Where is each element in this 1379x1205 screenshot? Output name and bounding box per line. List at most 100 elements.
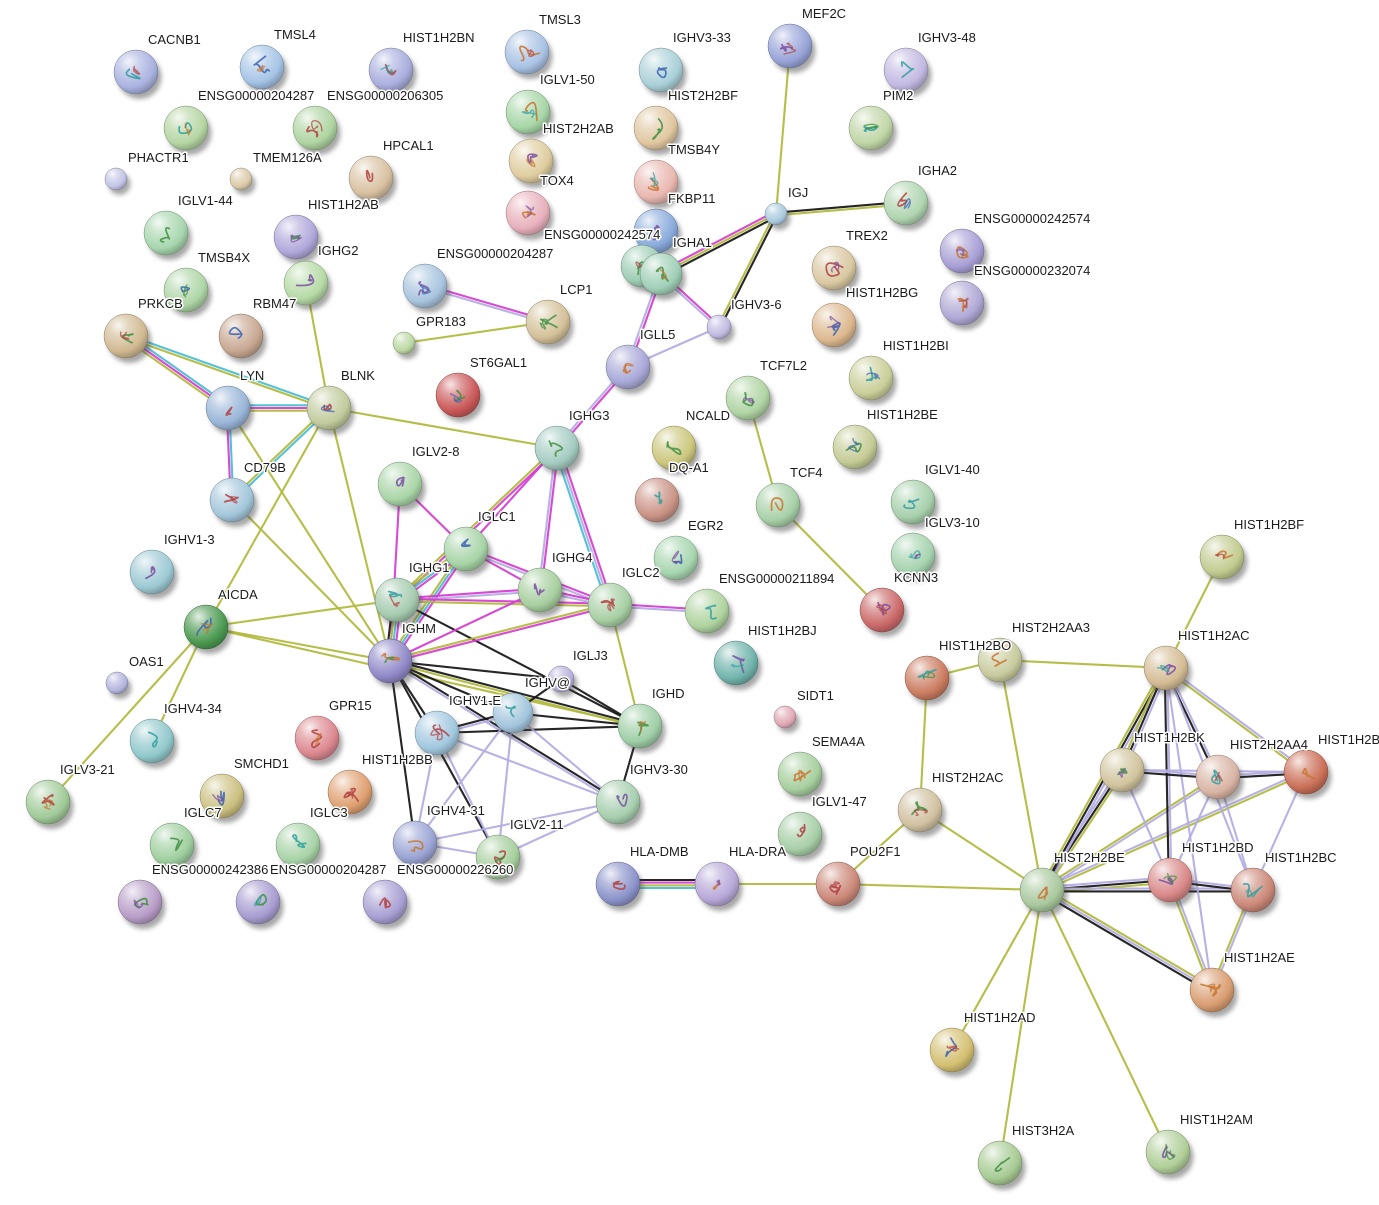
interaction-edge-textmining[interactable] (205, 625, 391, 663)
protein-node[interactable] (275, 822, 324, 872)
protein-node[interactable] (694, 861, 743, 911)
interaction-edge-experiments[interactable] (465, 447, 558, 550)
protein-node[interactable] (103, 313, 152, 363)
interaction-edge-textmining[interactable] (47, 626, 207, 803)
protein-node[interactable] (294, 715, 343, 765)
protein-node[interactable] (595, 861, 644, 911)
protein-node[interactable] (939, 280, 988, 330)
protein-node[interactable] (113, 49, 162, 99)
interaction-edge-textmining[interactable] (1042, 772, 1308, 893)
interaction-edge-textmining[interactable] (403, 320, 549, 345)
protein-node[interactable] (1143, 645, 1192, 695)
protein-node[interactable] (706, 314, 735, 344)
interaction-edge-textmining[interactable] (386, 546, 465, 661)
interaction-edge-textmining[interactable] (951, 889, 1043, 1051)
interaction-edge-textmining[interactable] (1164, 668, 1306, 774)
interaction-edge-homology[interactable] (1166, 666, 1308, 772)
protein-node[interactable] (374, 577, 423, 627)
protein-node[interactable] (235, 879, 284, 929)
interaction-edge-homology[interactable] (414, 712, 514, 844)
protein-node[interactable] (725, 375, 774, 425)
interaction-edge-textmining[interactable] (1042, 886, 1214, 989)
protein-node[interactable] (504, 29, 553, 79)
interaction-edge-coexpression[interactable] (1040, 891, 1212, 994)
protein-node[interactable] (368, 47, 417, 97)
protein-node[interactable] (149, 822, 198, 872)
protein-node[interactable] (815, 861, 864, 911)
protein-node[interactable] (25, 779, 74, 829)
protein-node[interactable] (367, 638, 416, 688)
protein-node[interactable] (634, 477, 683, 527)
protein-node[interactable] (587, 582, 636, 632)
interaction-edge-databases[interactable] (553, 448, 609, 607)
protein-node[interactable] (362, 879, 411, 929)
interaction-edge-coexpression[interactable] (390, 658, 641, 726)
protein-node[interactable] (605, 344, 654, 394)
interaction-edge-coexpression[interactable] (396, 599, 641, 727)
protein-node[interactable] (639, 252, 686, 300)
protein-node[interactable] (218, 313, 267, 363)
protein-node[interactable] (209, 477, 258, 527)
protein-node[interactable] (205, 385, 254, 435)
protein-node[interactable] (897, 787, 946, 837)
protein-node[interactable] (414, 710, 463, 760)
protein-node[interactable] (883, 180, 932, 230)
protein-node[interactable] (348, 155, 397, 205)
protein-node[interactable] (475, 834, 524, 884)
interaction-edge-textmining[interactable] (774, 45, 792, 215)
interaction-edge-textmining[interactable] (999, 658, 1167, 670)
protein-node[interactable] (890, 479, 939, 529)
protein-node[interactable] (105, 671, 132, 699)
interaction-edge-textmining[interactable] (837, 882, 1043, 892)
protein-node[interactable] (811, 245, 860, 295)
protein-node[interactable] (547, 665, 578, 697)
protein-node[interactable] (1147, 857, 1196, 907)
protein-node[interactable] (684, 588, 733, 638)
protein-node[interactable] (1145, 1129, 1194, 1179)
interaction-edge-homology[interactable] (1040, 769, 1306, 890)
protein-node[interactable] (163, 267, 212, 317)
protein-node[interactable] (435, 372, 484, 422)
protein-node[interactable] (633, 105, 682, 155)
protein-node[interactable] (633, 159, 682, 209)
protein-node[interactable] (273, 214, 322, 264)
protein-node[interactable] (129, 549, 178, 599)
protein-node[interactable] (777, 811, 826, 861)
interaction-edge-textmining[interactable] (660, 213, 777, 275)
protein-node[interactable] (392, 331, 419, 359)
interaction-edge-textmining[interactable] (125, 336, 329, 411)
protein-node[interactable] (1189, 967, 1238, 1017)
interaction-edge-textmining[interactable] (230, 406, 329, 500)
interaction-edge-textmining[interactable] (327, 407, 392, 662)
protein-node[interactable] (292, 105, 341, 155)
protein-node[interactable] (777, 751, 826, 801)
protein-node[interactable] (939, 228, 988, 278)
interaction-edge-textmining[interactable] (389, 602, 610, 661)
protein-node[interactable] (117, 879, 166, 929)
protein-node[interactable] (832, 424, 881, 474)
protein-node[interactable] (1019, 867, 1068, 917)
protein-node[interactable] (283, 260, 332, 310)
interaction-edge-homology[interactable] (1041, 889, 1213, 991)
protein-node[interactable] (229, 167, 256, 195)
protein-node[interactable] (534, 425, 583, 475)
interaction-edge-experiments[interactable] (390, 605, 611, 664)
interaction-edge-textmining[interactable] (1043, 770, 1126, 893)
protein-node[interactable] (848, 355, 897, 405)
interaction-edge-textmining[interactable] (231, 499, 391, 662)
protein-node[interactable] (883, 47, 932, 97)
interaction-edge-textmining[interactable] (395, 446, 557, 600)
interaction-edge-textmining[interactable] (205, 598, 398, 629)
protein-node[interactable] (492, 692, 537, 738)
interaction-edge-coexpression[interactable] (661, 215, 778, 278)
protein-node[interactable] (143, 210, 192, 260)
protein-node[interactable] (767, 23, 816, 73)
protein-node[interactable] (517, 567, 566, 617)
protein-node[interactable] (859, 587, 908, 637)
protein-node[interactable] (904, 655, 953, 705)
protein-node[interactable] (505, 190, 554, 240)
protein-node[interactable] (327, 769, 376, 819)
protein-node[interactable] (651, 425, 700, 475)
interaction-edge-homology[interactable] (414, 800, 619, 845)
protein-node[interactable] (773, 705, 800, 733)
